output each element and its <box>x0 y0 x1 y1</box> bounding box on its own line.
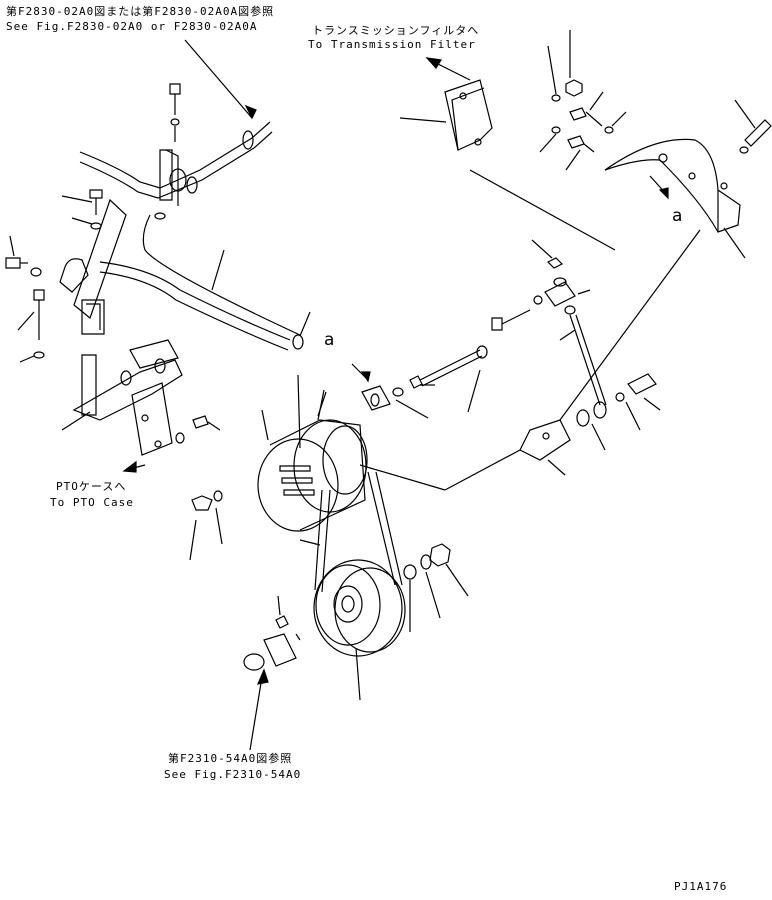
bolt-stack-lower-left <box>176 416 222 560</box>
ref-top-right-en: To Transmission Filter <box>308 38 476 51</box>
control-rod-right <box>470 170 700 420</box>
ref-top-left-jp: 第F2830-02A0図または第F2830-02A0A図参照 <box>6 5 275 18</box>
pedal-bracket <box>605 100 771 258</box>
support-rail <box>74 200 300 350</box>
ref-bottom-en: See Fig.F2310-54A0 <box>164 768 302 781</box>
callout-a-center: a <box>324 330 335 350</box>
pulleys-and-belt <box>300 472 405 700</box>
alternator <box>258 335 367 531</box>
bolt-stack-left <box>6 190 102 358</box>
pivot-bolt <box>410 346 487 412</box>
drawing-id: PJ1A176 <box>674 880 728 893</box>
ref-bottom-jp: 第F2310-54A0図参照 <box>168 752 293 765</box>
callout-a-right: a <box>672 206 683 226</box>
belt-clip <box>352 364 403 410</box>
lower-left-bracket <box>62 340 182 472</box>
ref-pto-en: To PTO Case <box>50 496 134 509</box>
fastener-stack-bottom-right <box>404 544 468 632</box>
ref-top-right-jp: トランスミッションフィルタへ <box>312 24 480 37</box>
bolt-stack-right-top <box>540 30 626 170</box>
upper-bracket <box>400 80 492 150</box>
reference-leader-top-left <box>185 40 256 118</box>
ref-pto-jp: PTOケースへ <box>56 480 127 493</box>
ref-top-left-en: See Fig.F2830-02A0 or F2830-02A0A <box>6 20 258 33</box>
sensor-unit <box>244 596 300 750</box>
leader-lines <box>10 196 660 430</box>
adjusting-bracket <box>360 240 656 490</box>
u-clamp <box>60 259 104 334</box>
arrow-to-transmission-filter <box>427 58 470 80</box>
pipe-assembly-top-left <box>80 84 272 206</box>
